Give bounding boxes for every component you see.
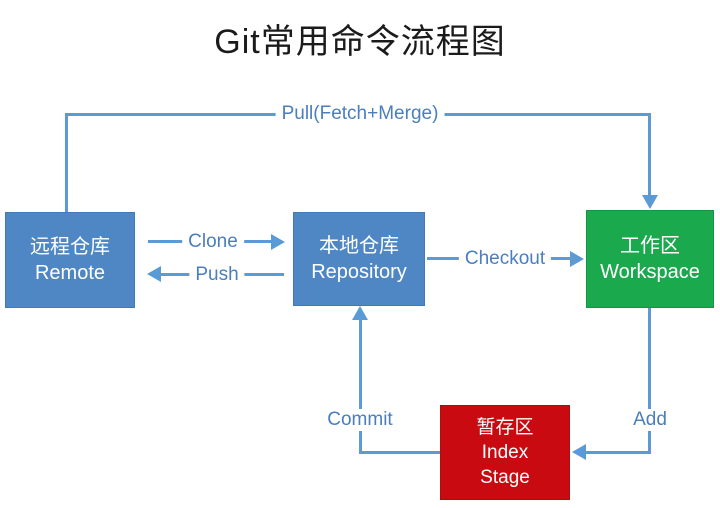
workspace-node: 工作区 Workspace [586,210,714,308]
add-line-horizontal [585,451,651,454]
index-node-label-cn: 暂存区 [476,417,534,438]
commit-edge-label: Commit [321,409,399,431]
workspace-node-label-en: Workspace [600,261,700,283]
commit-arrowhead-icon [352,306,368,320]
push-arrowhead-icon [147,266,161,282]
add-line-vertical [648,307,651,454]
index-node-label-en: Index [481,442,529,463]
commit-line-horizontal [359,451,441,454]
remote-node: 远程仓库 Remote [5,212,135,308]
clone-edge-label: Clone [182,231,244,253]
commit-line-vertical [359,318,362,454]
index-node: 暂存区 Index Stage [440,405,570,500]
diagram-title: Git常用命令流程图 [214,23,506,61]
pull-line-left-vertical [65,113,68,213]
add-arrowhead-icon [572,444,586,460]
repository-node: 本地仓库 Repository [293,212,425,306]
repository-node-label-en: Repository [311,261,407,283]
pull-edge-label: Pull(Fetch+Merge) [275,103,445,125]
pull-line-right-vertical [648,113,651,196]
workspace-node-label-cn: 工作区 [620,235,680,257]
checkout-edge-label: Checkout [458,248,552,270]
checkout-arrowhead-icon [570,251,584,267]
clone-arrowhead-icon [271,234,285,250]
pull-arrowhead-icon [642,195,658,209]
remote-node-label-en: Remote [34,262,106,284]
add-edge-label: Add [627,409,673,431]
remote-node-label-cn: 远程仓库 [30,236,110,258]
index-node-label-en2: Stage [480,467,530,488]
push-edge-label: Push [189,264,245,286]
repository-node-label-cn: 本地仓库 [319,235,399,257]
